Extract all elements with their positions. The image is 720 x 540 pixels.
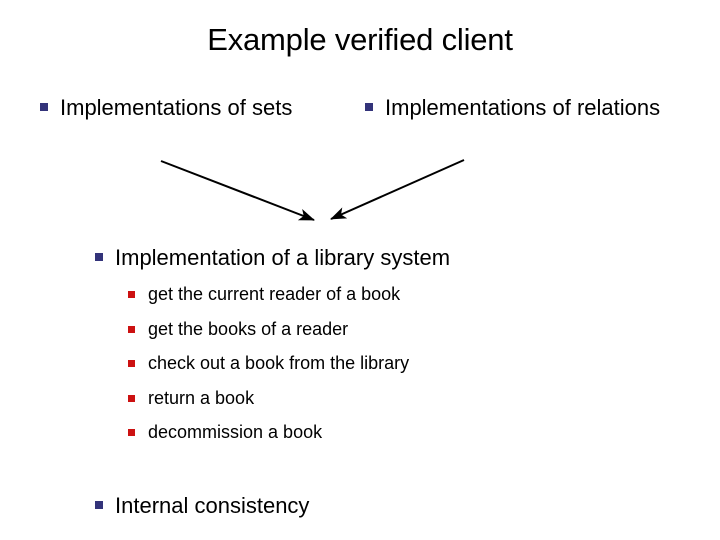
bullet-square-icon-internal-consistency <box>95 501 103 509</box>
list-item-get-current-reader: get the current reader of a book <box>148 284 401 304</box>
list-item-decommission-book: decommission a book <box>148 422 323 442</box>
list-item-internal-consistency: Internal consistency <box>115 493 310 518</box>
bullet-square-icon-op-1 <box>128 291 135 298</box>
list-item-implementations-of-relations: Implementations of relations <box>385 95 661 120</box>
arrow-relations-to-library <box>330 159 465 220</box>
page-title: Example verified client <box>207 22 513 57</box>
bullet-square-icon-op-5 <box>128 429 135 436</box>
bullet-square-icon-op-3 <box>128 360 135 367</box>
list-item-implementations-of-sets: Implementations of sets <box>60 95 293 120</box>
bullet-square-icon-relations <box>365 103 373 111</box>
bullet-square-icon-op-4 <box>128 395 135 402</box>
list-item-implementation-of-library-system: Implementation of a library system <box>115 245 451 270</box>
list-item-return-book: return a book <box>148 388 255 408</box>
bullet-square-icon-op-2 <box>128 326 135 333</box>
bullet-square-icon-library <box>95 253 103 261</box>
list-item-get-books-of-reader: get the books of a reader <box>148 319 349 339</box>
bullet-square-icon-sets <box>40 103 48 111</box>
list-item-check-out-book: check out a book from the library <box>148 353 410 373</box>
arrow-sets-to-library <box>160 160 315 221</box>
